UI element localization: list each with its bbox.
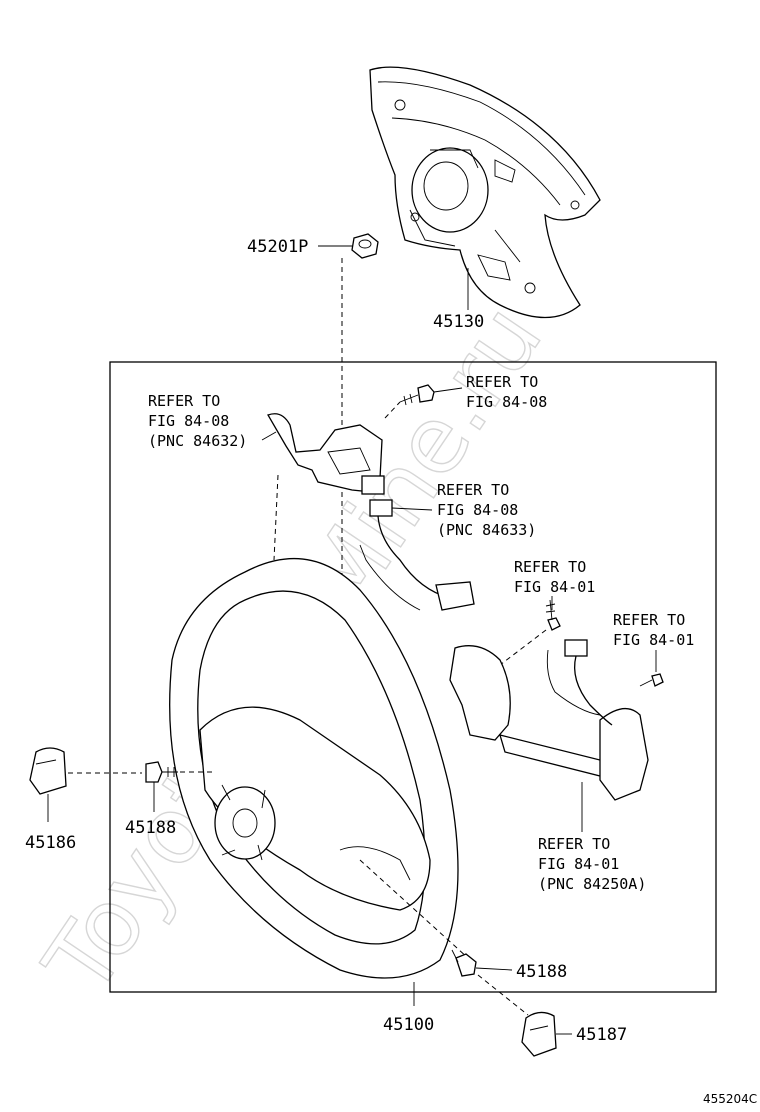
bolt-84-01-drawing xyxy=(545,599,561,631)
ref-line: REFER TO xyxy=(437,481,509,499)
ref-line: FIG 84-08 xyxy=(148,412,229,430)
leader-ref-bolt xyxy=(433,387,463,393)
leader-ref-84632 xyxy=(261,431,277,441)
ref-line: (PNC 84633) xyxy=(437,521,536,539)
airbag-assembly-drawing xyxy=(369,66,601,319)
screw-right-drawing xyxy=(639,673,664,687)
figure-code: 455204C xyxy=(703,1092,757,1106)
screw-45188-right-drawing xyxy=(451,949,477,977)
dashed-guide-45188-right xyxy=(359,859,469,959)
ref-line: (PNC 84250A) xyxy=(538,875,646,893)
ref-line: REFER TO xyxy=(613,611,685,629)
ref-line: REFER TO xyxy=(148,392,220,410)
cover-45186-drawing xyxy=(29,747,67,795)
ref-label-pnc-84632: REFER TO FIG 84-08 (PNC 84632) xyxy=(148,392,247,450)
dashed-guide-45187 xyxy=(477,974,529,1016)
steering-wheel-drawing xyxy=(169,557,459,979)
ref-line: (PNC 84632) xyxy=(148,432,247,450)
ref-label-pnc-84633: REFER TO FIG 84-08 (PNC 84633) xyxy=(437,481,536,539)
part-label-45100: 45100 xyxy=(383,1015,434,1035)
part-label-45187: 45187 xyxy=(576,1025,627,1045)
ref-label-fig-84-08-bolt: REFER TO FIG 84-08 xyxy=(466,373,547,411)
assembly-frame xyxy=(109,361,717,993)
bolt-upper-drawing xyxy=(399,384,435,406)
dashed-guide-switch xyxy=(273,474,279,561)
leader-ref-84633 xyxy=(391,507,433,511)
part-label-45188-left: 45188 xyxy=(125,818,176,838)
part-label-45186: 45186 xyxy=(25,833,76,853)
part-label-45188-right: 45188 xyxy=(516,962,567,982)
cover-45187-drawing xyxy=(521,1011,557,1057)
dashed-guide-8401 xyxy=(499,629,547,666)
nut-45201p-drawing xyxy=(351,233,379,259)
ref-line: FIG 84-01 xyxy=(538,855,619,873)
ref-label-pnc-84250a: REFER TO FIG 84-01 (PNC 84250A) xyxy=(538,835,646,893)
ref-line: FIG 84-08 xyxy=(466,393,547,411)
ref-line: FIG 84-01 xyxy=(514,578,595,596)
part-label-45130: 45130 xyxy=(433,312,484,332)
ref-label-fig-84-01-bolt: REFER TO FIG 84-01 xyxy=(514,558,595,596)
ref-line: REFER TO xyxy=(466,373,538,391)
ref-line: FIG 84-08 xyxy=(437,501,518,519)
ref-line: REFER TO xyxy=(538,835,610,853)
ref-label-fig-84-01-right: REFER TO FIG 84-01 xyxy=(613,611,694,649)
switch-84632-drawing xyxy=(267,413,385,495)
ref-line: REFER TO xyxy=(514,558,586,576)
spiral-cable-drawing xyxy=(449,639,649,801)
part-label-45201p: 45201P xyxy=(247,237,308,257)
leader-45188-right xyxy=(475,967,513,971)
dashed-guide-bolt xyxy=(384,401,401,419)
screw-45188-left-drawing xyxy=(145,761,178,783)
ref-line: FIG 84-01 xyxy=(613,631,694,649)
